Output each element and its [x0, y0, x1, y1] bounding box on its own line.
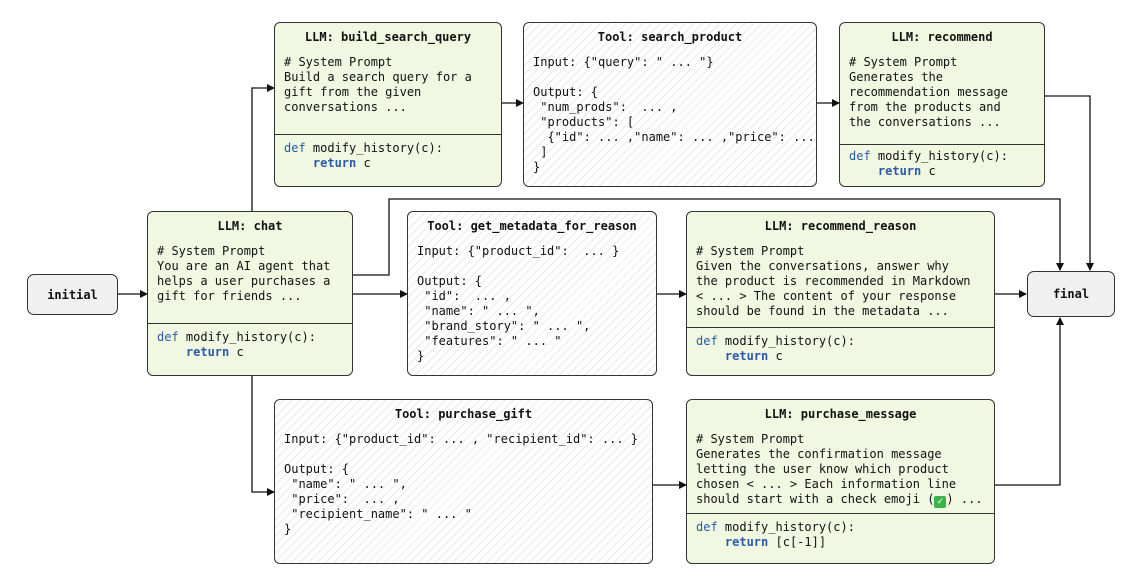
edge-chat-final — [353, 198, 1064, 276]
node-recommend-reason-code: def modify_history(c): return c — [687, 327, 994, 375]
node-purchase-message-prompt: # System Prompt Generates the confirmati… — [696, 432, 983, 508]
node-purchase-message: LLM: purchase_message # System Prompt Ge… — [686, 399, 995, 564]
node-recommend-code: def modify_history(c): return c — [840, 144, 1044, 186]
node-purchase-gift-title: Tool: purchase_gift — [394, 407, 533, 421]
node-build-search-query-title: LLM: build_search_query — [304, 30, 472, 44]
node-chat-prompt: # System Prompt You are an AI agent that… — [157, 244, 331, 303]
node-purchase-gift: Tool: purchase_gift Input: {"product_id"… — [274, 399, 653, 564]
node-search-product: Tool: search_product Input: {"query": " … — [523, 22, 817, 187]
edge-purchase-message-final — [995, 317, 1064, 486]
edge-chat-build-search-query — [251, 84, 275, 211]
node-recommend-reason: LLM: recommend_reason # System Prompt Gi… — [686, 211, 995, 376]
edge-chat-purchase-gift — [251, 376, 275, 496]
node-initial-label: initial — [47, 287, 98, 302]
node-final-label: final — [1052, 287, 1090, 301]
node-chat: LLM: chat # System Prompt You are an AI … — [147, 211, 353, 376]
node-get-metadata-for-reason-body: Input: {"product_id": ... } Output: { "i… — [417, 244, 620, 363]
node-recommend: LLM: recommend # System Prompt Generates… — [839, 22, 1045, 187]
node-chat-title: LLM: chat — [217, 219, 283, 233]
node-initial: initial — [27, 274, 118, 315]
node-final: final — [1027, 271, 1115, 317]
edge-recommend-final — [1045, 95, 1094, 271]
node-recommend-prompt: # System Prompt Generates the recommenda… — [849, 55, 1008, 129]
node-recommend-reason-prompt: # System Prompt Given the conversations,… — [696, 244, 971, 318]
node-purchase-message-title: LLM: purchase_message — [764, 407, 917, 421]
node-search-product-title: Tool: search_product — [597, 30, 743, 44]
node-get-metadata-for-reason: Tool: get_metadata_for_reason Input: {"p… — [407, 211, 657, 376]
node-build-search-query-prompt: # System Prompt Build a search query for… — [284, 55, 472, 114]
node-chat-code: def modify_history(c): return c — [148, 323, 352, 375]
node-recommend-title: LLM: recommend — [891, 30, 993, 44]
node-build-search-query: LLM: build_search_query # System Prompt … — [274, 22, 502, 187]
node-purchase-gift-body: Input: {"product_id": ... , "recipient_i… — [284, 432, 639, 536]
node-recommend-reason-title: LLM: recommend_reason — [764, 219, 917, 233]
node-search-product-body: Input: {"query": " ... "} Output: { "num… — [533, 55, 815, 174]
node-get-metadata-for-reason-title: Tool: get_metadata_for_reason — [427, 219, 637, 233]
check-emoji-icon: ✓ — [934, 496, 947, 508]
node-purchase-message-code: def modify_history(c): return [c[-1]] — [687, 513, 994, 563]
node-build-search-query-code: def modify_history(c): return c — [275, 134, 501, 186]
